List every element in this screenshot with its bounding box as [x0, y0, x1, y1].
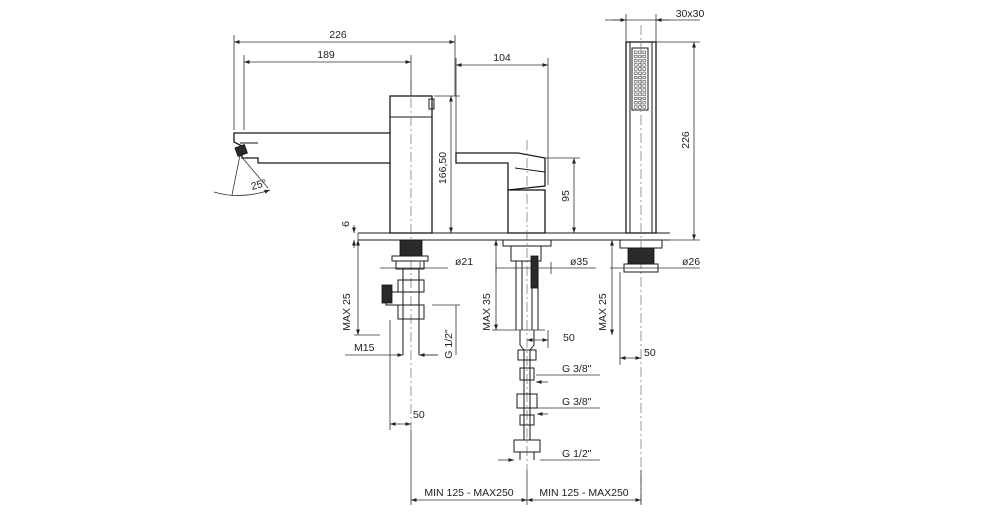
spray-nozzle [634, 54, 638, 59]
dim-offset-50-mid: 50 [563, 332, 575, 344]
spray-nozzle [642, 84, 646, 88]
spray-nozzle [634, 92, 638, 96]
dim-plate-thickness: 6 [340, 221, 352, 227]
spray-nozzle [642, 96, 646, 101]
dim-max-depth-left: MAX 25 [341, 293, 353, 331]
dim-offset-50-left: 50 [413, 409, 425, 421]
dim-shower-diameter: ø26 [682, 256, 700, 268]
spray-nozzle [642, 50, 646, 54]
mixer-assembly [455, 140, 552, 470]
dim-lever-height: 95 [560, 190, 572, 202]
spray-nozzle [634, 71, 638, 75]
dim-body-diameter: ø21 [455, 256, 473, 268]
spray-nozzle [634, 75, 638, 80]
dim-thread-m15: M15 [354, 342, 375, 354]
spray-nozzle [634, 80, 638, 84]
dim-thread-g12-left: G 1/2" [443, 329, 455, 359]
spout-dimensions [213, 35, 460, 430]
spray-nozzle [634, 63, 638, 67]
dim-shower-length: 226 [680, 131, 692, 149]
deck-surface [358, 232, 670, 241]
spray-nozzle [638, 71, 642, 75]
spray-nozzle [642, 101, 646, 105]
spray-nozzle [638, 88, 642, 92]
hand-shower-assembly [619, 25, 663, 505]
spray-nozzle [642, 59, 646, 63]
spray-nozzle [638, 75, 642, 80]
spray-nozzle [642, 63, 646, 67]
dim-mixer-diameter: ø35 [570, 256, 588, 268]
spray-nozzle [642, 75, 646, 80]
mixer-dimensions [455, 58, 600, 462]
spray-nozzle [634, 84, 638, 88]
dim-spout-reach: 189 [317, 49, 335, 61]
dim-overall-width: 226 [329, 29, 347, 41]
spray-nozzle [638, 59, 642, 63]
spray-nozzle [638, 92, 642, 96]
dim-body-height: 166,50 [437, 152, 449, 184]
spray-nozzle [642, 71, 646, 75]
dim-offset-50-right: 50 [644, 347, 656, 359]
spray-nozzle [642, 105, 646, 109]
spray-nozzle [634, 59, 638, 63]
spray-nozzle [634, 50, 638, 54]
dim-shower-section: 30x30 [676, 8, 705, 20]
spray-nozzle [634, 67, 638, 71]
dim-spout-angle: 25° [250, 177, 268, 193]
dim-spacing-left: MIN 125 - MAX250 [424, 487, 513, 499]
spray-nozzle [634, 101, 638, 105]
spacing-dimensions [410, 430, 642, 505]
spray-nozzles [634, 50, 646, 109]
dim-max-depth-mid: MAX 35 [481, 293, 493, 331]
spray-nozzle [634, 105, 638, 109]
dim-thread-g12-bottom: G 1/2" [562, 448, 592, 460]
spray-nozzle [642, 54, 646, 59]
spray-nozzle [634, 88, 638, 92]
spray-nozzle [642, 92, 646, 96]
spout-assembly [233, 80, 435, 430]
shower-dimensions [605, 14, 700, 365]
dim-thread-g38-upper: G 3/8" [562, 363, 592, 375]
dim-spacing-right: MIN 125 - MAX250 [539, 487, 628, 499]
dim-max-depth-right: MAX 25 [597, 293, 609, 331]
spray-nozzle [642, 80, 646, 84]
spray-nozzle [642, 67, 646, 71]
dim-thread-g38-lower: G 3/8" [562, 396, 592, 408]
dim-mixer-width: 104 [493, 52, 511, 64]
spray-nozzle [642, 88, 646, 92]
spray-nozzle [634, 96, 638, 101]
